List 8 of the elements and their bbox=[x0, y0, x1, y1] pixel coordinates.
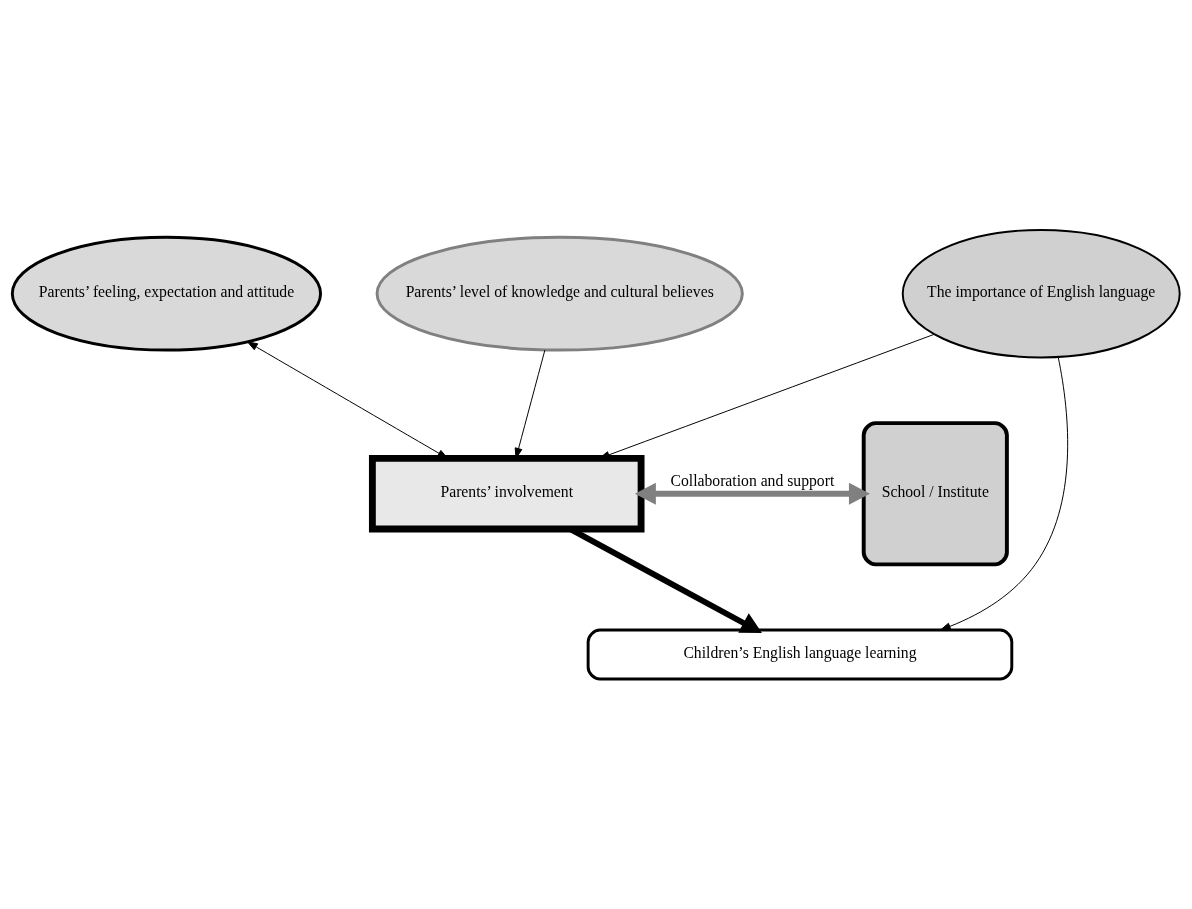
arrow bbox=[634, 482, 870, 505]
edge-label: Collaboration and support bbox=[670, 471, 835, 489]
node-box: Parents’ involvement bbox=[368, 455, 645, 533]
node-box: Children’s English language learning bbox=[586, 628, 1014, 681]
node-ellipse: Parents’ level of knowledge and cultural believes bbox=[375, 235, 744, 352]
node-ellipse: The importance of English language bbox=[901, 228, 1181, 359]
arrow bbox=[940, 356, 1069, 631]
node-box: School / Institute bbox=[861, 421, 1009, 567]
